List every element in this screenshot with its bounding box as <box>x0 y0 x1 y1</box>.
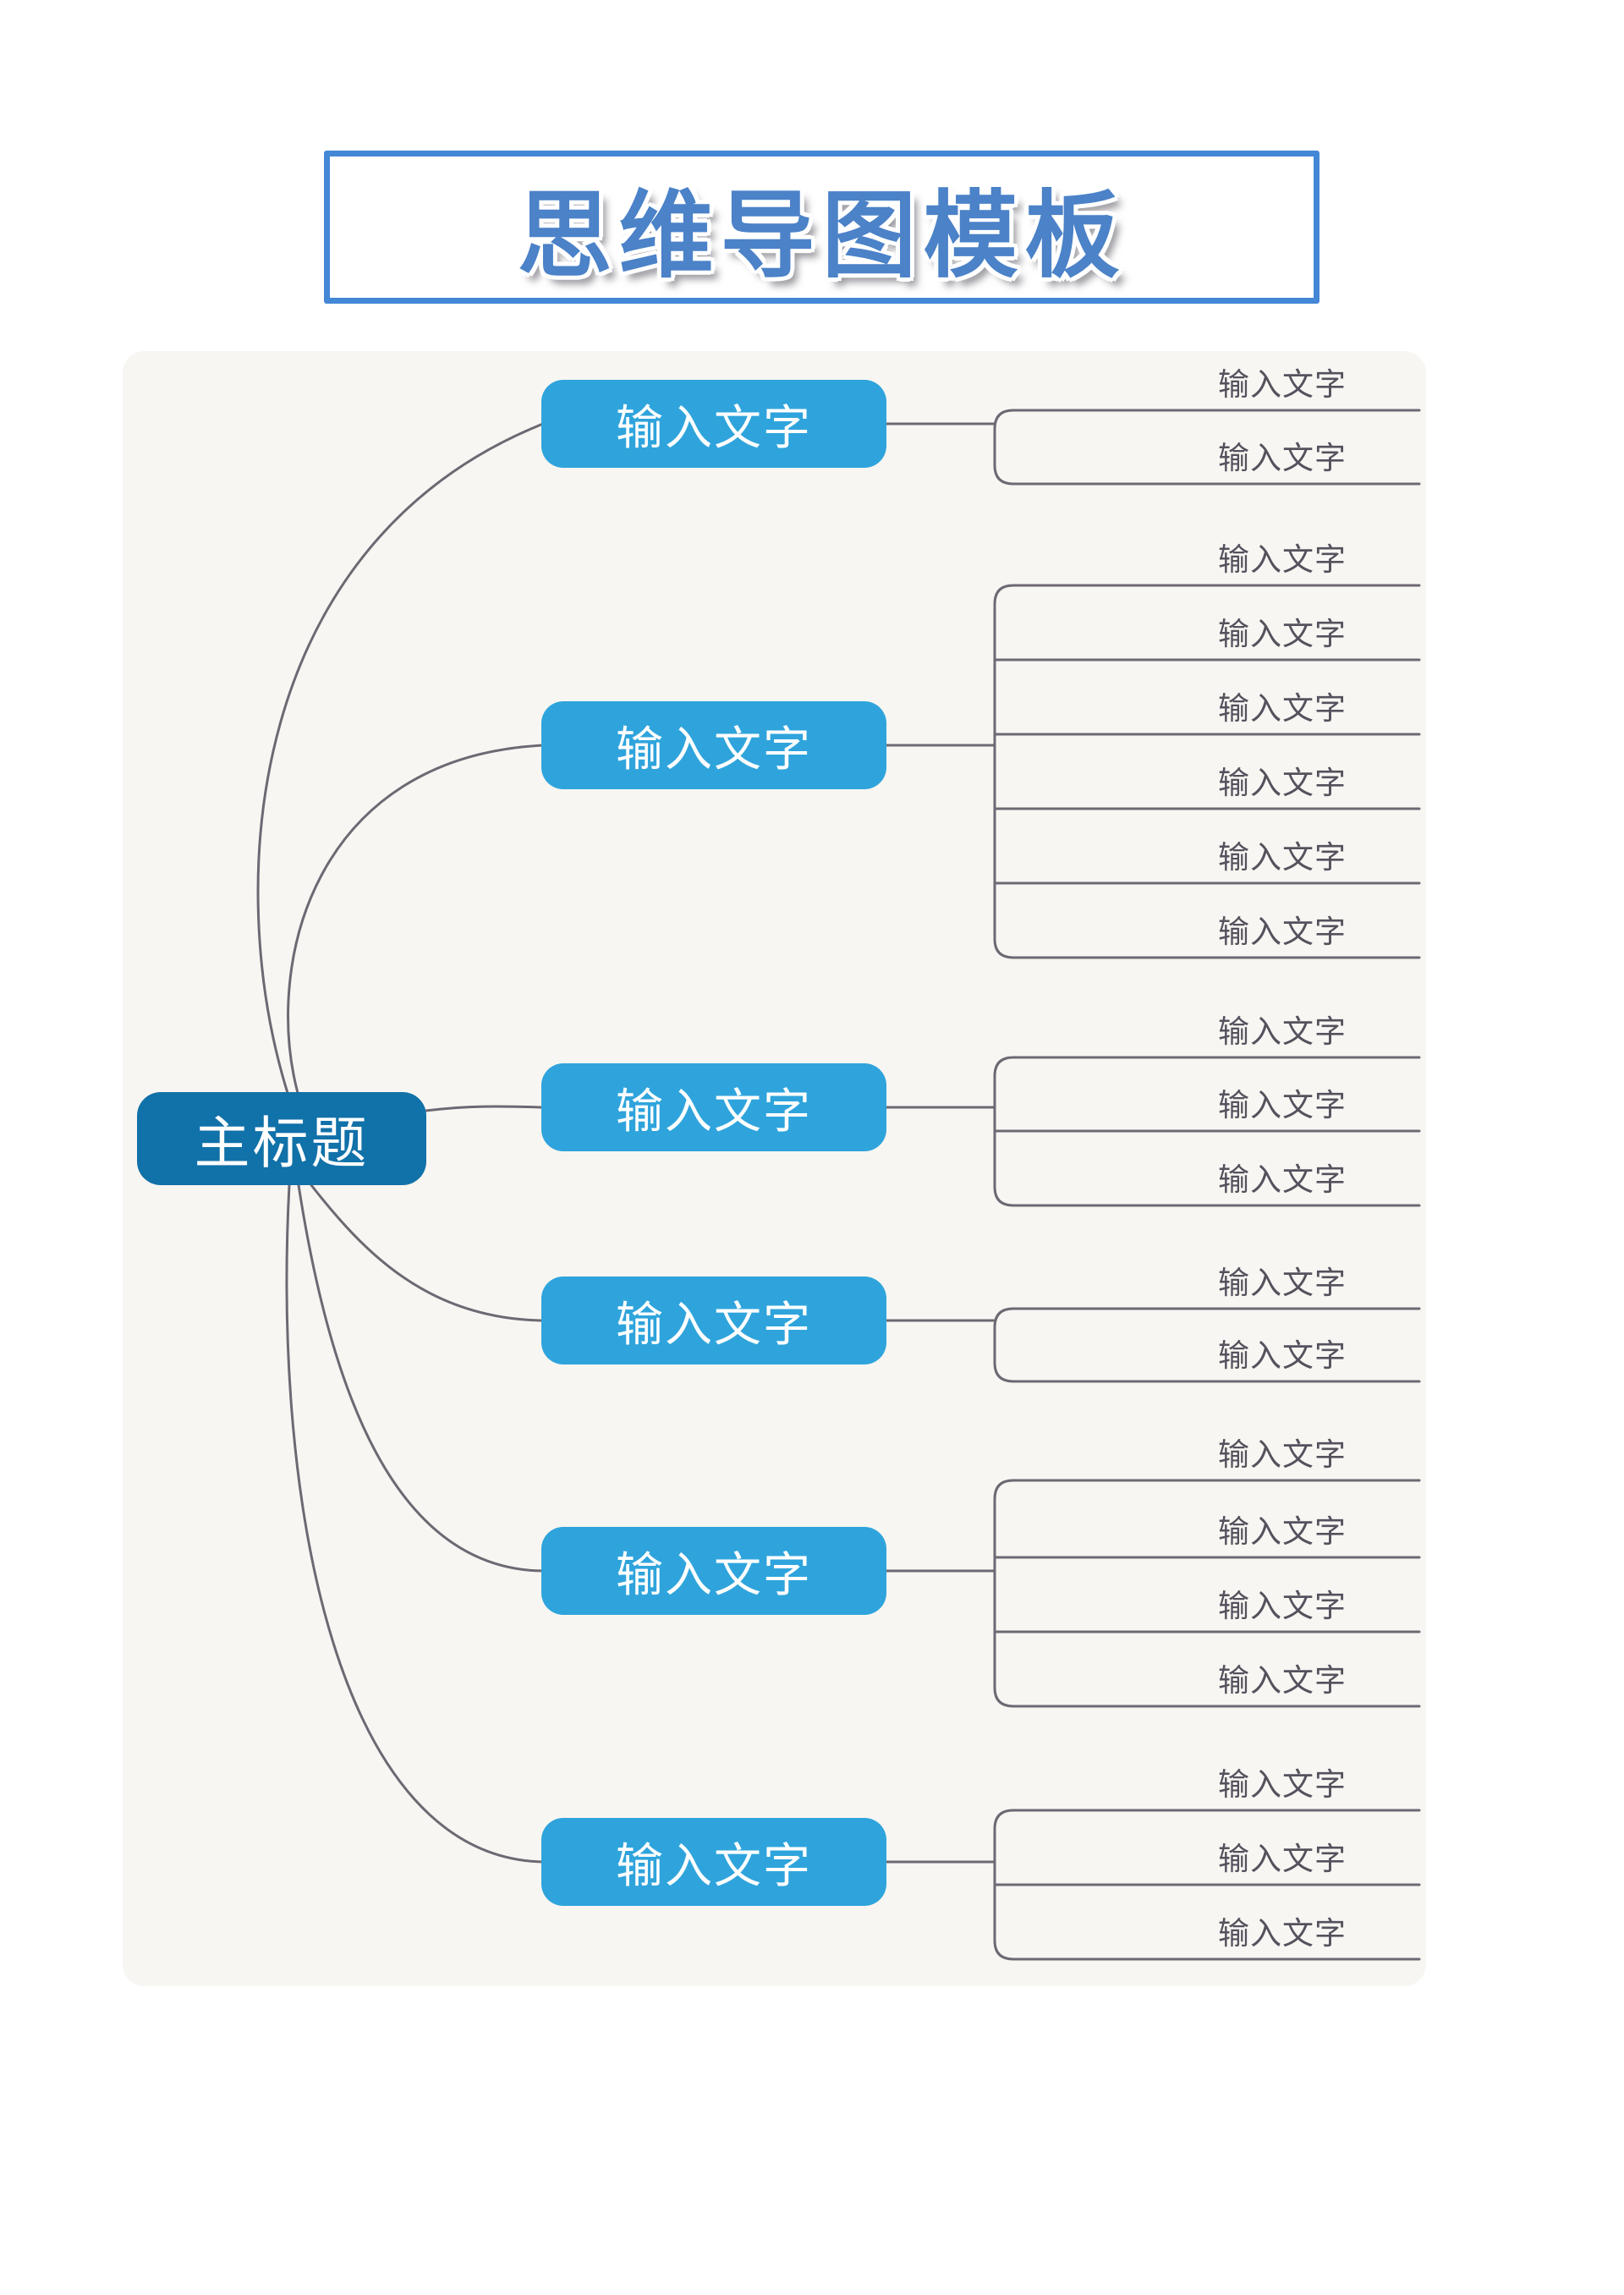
root-node[interactable]: 主标题 <box>137 1092 426 1185</box>
branch-node[interactable]: 输入文字 <box>541 380 886 468</box>
branch-node-label: 输入文字 <box>616 400 812 454</box>
leaf-label-text: 输入文字 <box>1218 914 1347 949</box>
leaf-node-label[interactable]: 输入文字 <box>995 837 1347 878</box>
leaf-node-label[interactable]: 输入文字 <box>995 438 1347 479</box>
leaf-node-label[interactable]: 输入文字 <box>995 1336 1347 1376</box>
leaf-node-label[interactable]: 输入文字 <box>995 1012 1347 1052</box>
leaf-label-text: 输入文字 <box>1218 1842 1347 1876</box>
title-box: 思维导图模板 <box>324 151 1320 304</box>
page-title: 思维导图模板 <box>517 182 1127 288</box>
connector-path <box>287 744 545 1095</box>
leaf-node-label[interactable]: 输入文字 <box>995 912 1347 953</box>
leaf-label-text: 输入文字 <box>1218 1767 1347 1802</box>
leaf-node-label[interactable]: 输入文字 <box>995 1586 1347 1627</box>
leaf-node-label[interactable]: 输入文字 <box>995 1913 1347 1954</box>
leaf-node-label[interactable]: 输入文字 <box>995 763 1347 804</box>
connector-path <box>425 1105 545 1112</box>
branch-node[interactable]: 输入文字 <box>541 1277 886 1364</box>
connector-path <box>993 409 1421 486</box>
leaf-label-text: 输入文字 <box>1218 1437 1347 1472</box>
leaf-node-label[interactable]: 输入文字 <box>995 1435 1347 1475</box>
branch-node[interactable]: 输入文字 <box>541 1527 886 1615</box>
leaf-label-text: 输入文字 <box>1218 691 1347 726</box>
connector-path <box>993 1307 1421 1383</box>
leaf-label-text: 输入文字 <box>1218 1663 1347 1698</box>
leaf-label-text: 输入文字 <box>1218 840 1347 875</box>
leaf-node-label[interactable]: 输入文字 <box>995 1839 1347 1880</box>
connector-path <box>993 1479 1421 1708</box>
connector-path <box>297 1183 545 1573</box>
leaf-label-text: 输入文字 <box>1218 367 1347 402</box>
leaf-label-text: 输入文字 <box>1218 1916 1347 1951</box>
leaf-label-text: 输入文字 <box>1218 1088 1347 1123</box>
leaf-node-label[interactable]: 输入文字 <box>995 1661 1347 1701</box>
leaf-node-label[interactable]: 输入文字 <box>995 1263 1347 1304</box>
branch-node-label: 输入文字 <box>616 722 812 776</box>
leaf-node-label[interactable]: 输入文字 <box>995 1512 1347 1552</box>
leaf-node-label[interactable]: 输入文字 <box>995 540 1347 580</box>
leaf-node-label[interactable]: 输入文字 <box>995 614 1347 655</box>
leaf-node-label[interactable]: 输入文字 <box>995 1765 1347 1805</box>
leaf-label-text: 输入文字 <box>1218 441 1347 475</box>
connector-path <box>310 1183 545 1322</box>
leaf-node-label[interactable]: 输入文字 <box>995 1160 1347 1200</box>
leaf-label-text: 输入文字 <box>1218 1338 1347 1373</box>
leaf-label-text: 输入文字 <box>1218 1266 1347 1300</box>
branch-node[interactable]: 输入文字 <box>541 701 886 789</box>
branch-node-label: 输入文字 <box>616 1297 812 1351</box>
leaf-label-text: 输入文字 <box>1218 1514 1347 1549</box>
leaf-node-label[interactable]: 输入文字 <box>995 689 1347 729</box>
connector-path <box>256 422 545 1095</box>
branch-node-label: 输入文字 <box>616 1084 812 1138</box>
leaf-node-label[interactable]: 输入文字 <box>995 1085 1347 1126</box>
leaf-node-label[interactable]: 输入文字 <box>995 365 1347 405</box>
branch-node[interactable]: 输入文字 <box>541 1063 886 1151</box>
branch-node[interactable]: 输入文字 <box>541 1818 886 1906</box>
leaf-label-text: 输入文字 <box>1218 1162 1347 1197</box>
branch-node-label: 输入文字 <box>616 1838 812 1892</box>
leaf-label-text: 输入文字 <box>1218 766 1347 800</box>
connector-path <box>285 1183 545 1864</box>
root-node-label: 主标题 <box>194 1112 370 1174</box>
leaf-label-text: 输入文字 <box>1218 1014 1347 1049</box>
leaf-label-text: 输入文字 <box>1218 542 1347 577</box>
branch-node-label: 输入文字 <box>616 1547 812 1601</box>
leaf-label-text: 输入文字 <box>1218 1589 1347 1623</box>
connector-path <box>993 584 1421 959</box>
leaf-label-text: 输入文字 <box>1218 617 1347 651</box>
